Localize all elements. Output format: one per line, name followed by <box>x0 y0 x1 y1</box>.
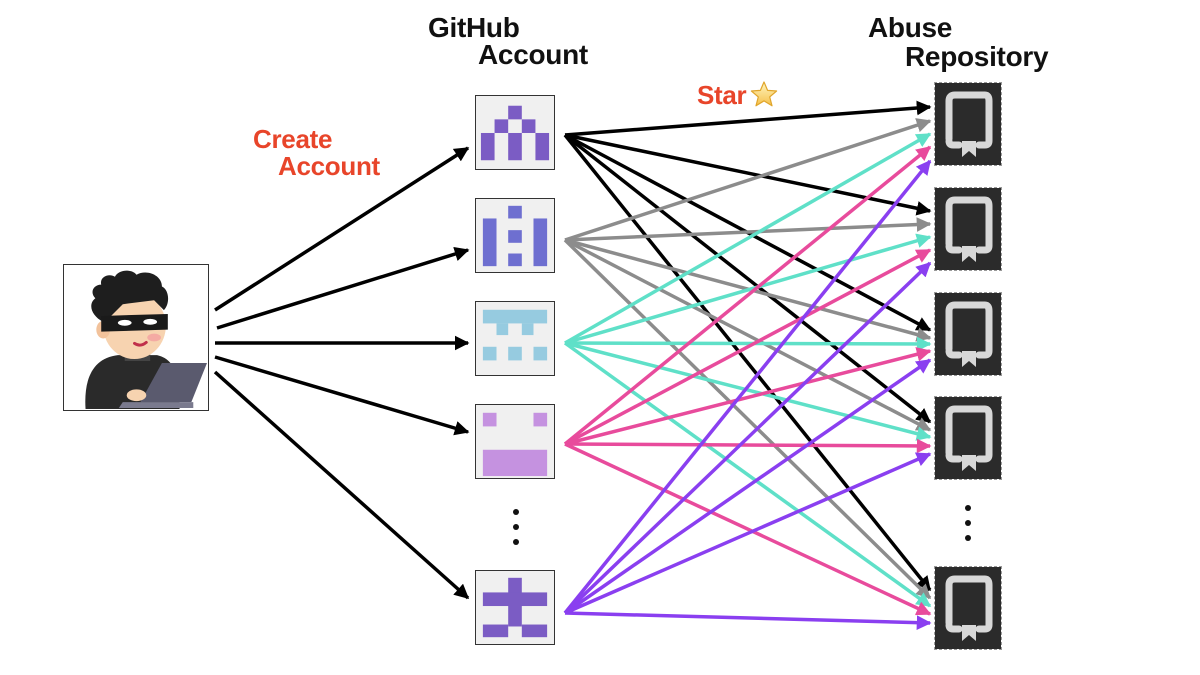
repository-book-icon <box>945 575 993 641</box>
create-account-arrow <box>216 246 470 330</box>
star-arrow <box>564 100 932 137</box>
star-icon <box>750 81 778 112</box>
star-arrow <box>563 238 932 600</box>
create-label-line2: Account <box>278 151 380 181</box>
repository-3[interactable] <box>934 292 1002 376</box>
identicon-cross-icon <box>482 577 548 638</box>
create-account-edges <box>213 146 470 600</box>
repositories-ellipsis <box>963 505 973 550</box>
identicon-bars-icon <box>482 205 548 267</box>
identicon-block-icon <box>482 412 548 477</box>
ellipsis-dot <box>513 509 519 515</box>
account-avatar-n[interactable] <box>475 570 555 645</box>
star-arrow <box>563 341 932 608</box>
star-arrow <box>563 159 932 615</box>
account-avatar-4[interactable] <box>475 404 555 479</box>
star-label: Star <box>697 81 778 112</box>
star-label-text: Star <box>697 80 747 110</box>
star-arrow <box>564 248 932 446</box>
star-arrow <box>563 261 932 615</box>
create-account-arrow <box>213 370 470 600</box>
ellipsis-dot <box>965 535 971 541</box>
star-arrow <box>564 118 932 242</box>
repository-4[interactable] <box>934 396 1002 480</box>
account-avatar-3[interactable] <box>475 301 555 376</box>
star-arrow <box>564 611 932 630</box>
repos-title-line2: Repository <box>905 41 1049 72</box>
create-account-arrow <box>214 146 470 312</box>
repository-book-icon <box>945 301 993 367</box>
star-arrow <box>564 238 932 432</box>
star-arrow <box>564 438 932 454</box>
repository-1[interactable] <box>934 82 1002 166</box>
repos-title-line1: Abuse <box>868 12 953 43</box>
identicon-tee-icon <box>482 309 548 361</box>
accounts-title-line2: Account <box>478 39 588 70</box>
create-label-line1: Create <box>253 124 333 154</box>
star-edges <box>563 100 932 630</box>
star-arrow <box>564 133 932 216</box>
star-arrow <box>564 452 932 615</box>
ellipsis-dot <box>513 524 519 530</box>
ellipsis-dot <box>965 505 971 511</box>
star-arrow <box>564 347 932 446</box>
masked-hacker-icon <box>85 270 207 409</box>
repository-book-icon <box>945 91 993 157</box>
attacker <box>63 264 209 411</box>
star-arrow <box>563 145 932 446</box>
repository-book-icon <box>945 405 993 471</box>
ellipsis-dot <box>965 520 971 526</box>
star-arrow <box>564 233 932 345</box>
star-arrow <box>564 217 932 242</box>
account-avatar-2[interactable] <box>475 198 555 273</box>
account-avatar-1[interactable] <box>475 95 555 170</box>
create-account-arrow <box>214 355 470 436</box>
star-arrow <box>564 358 932 615</box>
star-arrow <box>564 341 932 441</box>
accounts-ellipsis <box>511 509 521 554</box>
ellipsis-dot <box>513 539 519 545</box>
repository-n[interactable] <box>934 566 1002 650</box>
star-arrow <box>564 442 932 616</box>
identicon-pyramid-icon <box>480 105 550 161</box>
repository-book-icon <box>945 196 993 262</box>
star-arrow <box>564 132 932 345</box>
star-arrow <box>563 133 932 424</box>
accounts-title-line1: GitHub <box>428 12 520 43</box>
star-arrow <box>563 133 932 592</box>
repository-2[interactable] <box>934 187 1002 271</box>
star-arrow <box>564 336 932 352</box>
